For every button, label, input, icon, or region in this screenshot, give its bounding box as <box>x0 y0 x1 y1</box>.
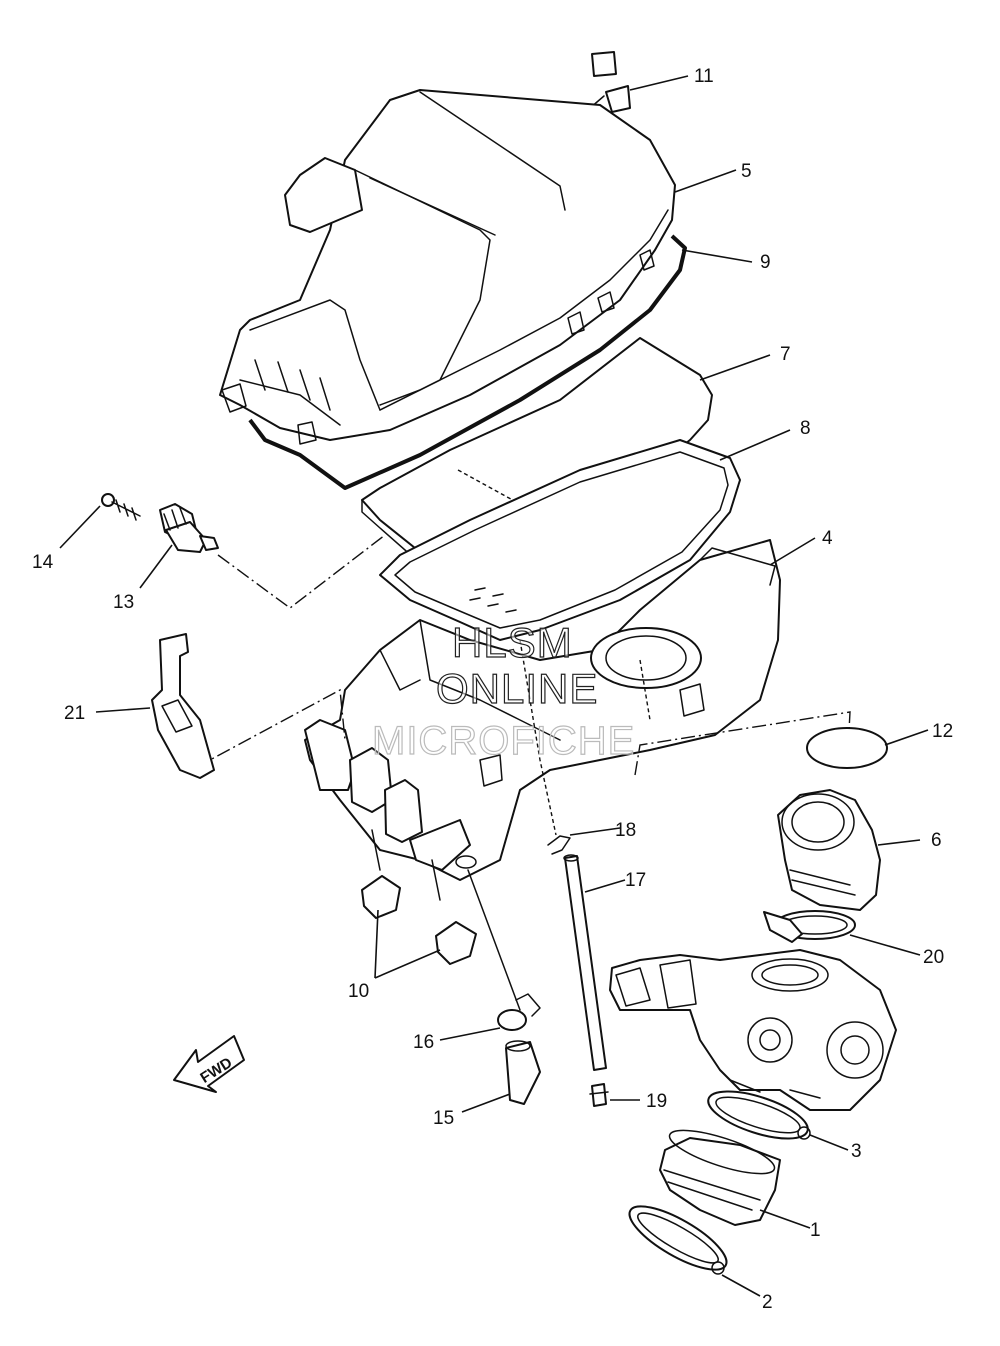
callout-12: 12 <box>932 721 953 742</box>
part-6-joint <box>777 789 881 911</box>
assembly-line-18 <box>519 639 557 836</box>
callout-15: 15 <box>433 1108 454 1129</box>
callout-14: 14 <box>32 552 54 573</box>
callout-numbers: 1 2 3 4 5 6 7 8 9 10 11 12 13 14 15 16 1… <box>32 66 953 1313</box>
part-21-bracket <box>151 633 215 779</box>
part-20-clamp <box>763 910 856 943</box>
callout-19: 19 <box>646 1091 667 1112</box>
assembly-line-6 <box>639 659 651 721</box>
callout-5: 5 <box>741 161 752 182</box>
part-2-clamp <box>628 1205 728 1275</box>
callout-16: 16 <box>413 1032 434 1053</box>
callout-20: 20 <box>923 947 944 968</box>
part-16-plate <box>497 993 541 1031</box>
assembly-line-13 <box>217 534 386 609</box>
part-10-dampers <box>361 875 477 965</box>
callout-3: 3 <box>851 1141 862 1162</box>
part-17-hose <box>564 855 607 1071</box>
callout-6: 6 <box>931 830 942 851</box>
part-9-seal <box>248 234 687 490</box>
part-12-o-ring <box>806 727 888 769</box>
watermark-line-3: MICROFICHE <box>372 719 635 763</box>
callout-18: 18 <box>615 820 636 841</box>
part-13-sensor <box>159 503 219 553</box>
part-15-drain <box>505 1040 541 1105</box>
callout-1: 1 <box>810 1220 821 1241</box>
part-19-plug <box>589 1083 609 1107</box>
callout-2: 2 <box>762 1292 773 1313</box>
fwd-direction-arrow: FWD <box>173 1035 245 1093</box>
callout-21: 21 <box>64 703 85 724</box>
callout-11: 11 <box>694 66 714 87</box>
part-4-air-cleaner-case <box>304 539 781 881</box>
callout-13: 13 <box>113 592 134 613</box>
part-5-air-cleaner-cover <box>219 89 676 445</box>
callout-9: 9 <box>760 252 771 273</box>
part-14-screw <box>101 493 141 521</box>
callout-7: 7 <box>780 344 791 365</box>
part-18-clip <box>547 835 571 855</box>
callout-4: 4 <box>822 528 833 549</box>
part-8-frame <box>379 439 741 641</box>
watermark: HLSM ONLINE MICROFICHE <box>371 618 635 763</box>
callout-17: 17 <box>625 870 646 891</box>
watermark-line-1: HLSM <box>452 619 573 666</box>
part-1-joint <box>659 1129 781 1226</box>
assembly-line-16 <box>467 869 521 1011</box>
watermark-line-2: ONLINE <box>436 665 598 712</box>
assembly-line-10 <box>371 829 441 901</box>
throttle-body <box>609 949 897 1111</box>
callout-10: 10 <box>348 981 369 1002</box>
leader-lines <box>59 75 929 1297</box>
part-3-clamp <box>707 1090 811 1140</box>
callout-8: 8 <box>800 418 811 439</box>
